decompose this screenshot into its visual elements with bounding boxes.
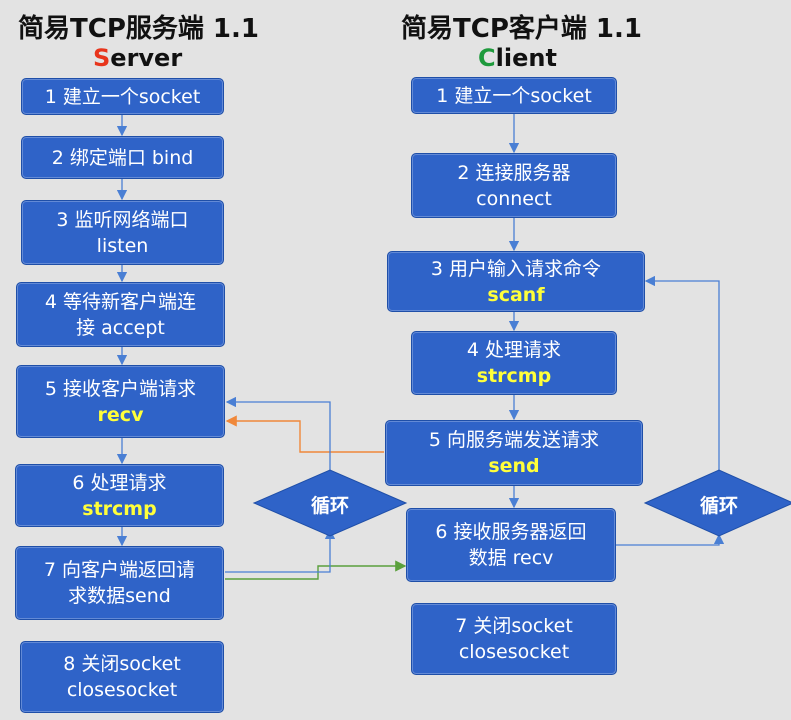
- server-step-3-line1: 3 监听网络端口: [56, 208, 189, 231]
- server-step-1-label: 1 建立一个socket: [44, 85, 201, 108]
- client-step-4: 4 处理请求 strcmp: [411, 331, 617, 395]
- send-to-recv-arrow: [225, 415, 384, 453]
- server-step-7-line1: 7 向客户端返回请: [43, 559, 196, 581]
- server-subtitle-rest: erver: [110, 44, 183, 72]
- client-step-2-line1: 2 连接服务器: [457, 161, 571, 184]
- client-step-4-keyword: strcmp: [476, 365, 552, 387]
- client-step-6-line1: 6 接收服务器返回: [435, 521, 587, 543]
- server-loop-back-arrow: [225, 396, 331, 482]
- client-step-2: 2 连接服务器 connect: [411, 153, 617, 218]
- client-step-3-line1: 3 用户输入请求命令: [430, 257, 602, 280]
- server-loop-diamond: [252, 469, 408, 537]
- client-step-3: 3 用户输入请求命令 scanf: [387, 251, 645, 312]
- client-step-6: 6 接收服务器返回 数据 recv: [406, 508, 616, 582]
- server-subtitle-first-letter: S: [93, 44, 111, 72]
- server-step-3: 3 监听网络端口 listen: [21, 200, 224, 265]
- server-step-7-line2: 求数据send: [68, 585, 171, 607]
- server-step-6-line1: 6 处理请求: [72, 471, 167, 494]
- server-step-5-keyword: recv: [97, 403, 144, 426]
- client-step-5-keyword: send: [488, 455, 540, 477]
- client-loop-back-arrow: [644, 275, 720, 470]
- server-subtitle: Server: [93, 44, 182, 72]
- client-step-1: 1 建立一个socket: [411, 77, 617, 114]
- client-step-1-label: 1 建立一个socket: [436, 84, 592, 107]
- server-step-8: 8 关闭socket closesocket: [20, 641, 224, 713]
- client-subtitle: Client: [478, 44, 557, 72]
- client-step-3-keyword: scanf: [487, 283, 545, 306]
- client-subtitle-first-letter: C: [478, 44, 496, 72]
- client-loop-label: 循环: [699, 495, 738, 517]
- server-step-4: 4 等待新客户端连 接 accept: [16, 282, 225, 347]
- client-subtitle-rest: lient: [495, 44, 557, 72]
- server-step-3-line2: listen: [96, 234, 149, 257]
- server-step-4-line1: 4 等待新客户端连: [44, 290, 197, 313]
- server-step-5: 5 接收客户端请求 recv: [16, 365, 225, 438]
- server-step-2: 2 绑定端口 bind: [21, 136, 224, 179]
- server-step-6-keyword: strcmp: [82, 497, 157, 520]
- server-step-6: 6 处理请求 strcmp: [15, 464, 224, 527]
- client-step-5-line1: 5 向服务端发送请求: [428, 429, 600, 451]
- server-title: 简易TCP服务端 1.1: [18, 14, 259, 44]
- client-step-7-line1: 7 关闭socket: [455, 615, 573, 637]
- client-step-6-line2: 数据 recv: [468, 547, 554, 569]
- server-step-4-line2: 接 accept: [76, 316, 165, 339]
- server-step-5-line1: 5 接收客户端请求: [44, 377, 197, 400]
- client-title: 简易TCP客户端 1.1: [401, 14, 642, 44]
- client-loop-in-arrow: [616, 533, 725, 546]
- server-step-8-line1: 8 关闭socket: [63, 653, 181, 675]
- server-loop-label: 循环: [310, 495, 349, 517]
- client-step-7: 7 关闭socket closesocket: [411, 603, 617, 675]
- client-step-2-line2: connect: [476, 187, 552, 210]
- client-step-7-line2: closesocket: [458, 641, 570, 663]
- client-loop-diamond: [643, 469, 791, 537]
- server-step-7: 7 向客户端返回请 求数据send: [15, 546, 224, 620]
- server-loop-in-arrow: [225, 528, 336, 573]
- server-step-2-label: 2 绑定端口 bind: [51, 146, 194, 169]
- client-step-5: 5 向服务端发送请求 send: [385, 420, 643, 486]
- server-step-8-line2: closesocket: [66, 679, 178, 701]
- client-step-4-line1: 4 处理请求: [466, 339, 562, 361]
- server-step-1: 1 建立一个socket: [21, 78, 224, 115]
